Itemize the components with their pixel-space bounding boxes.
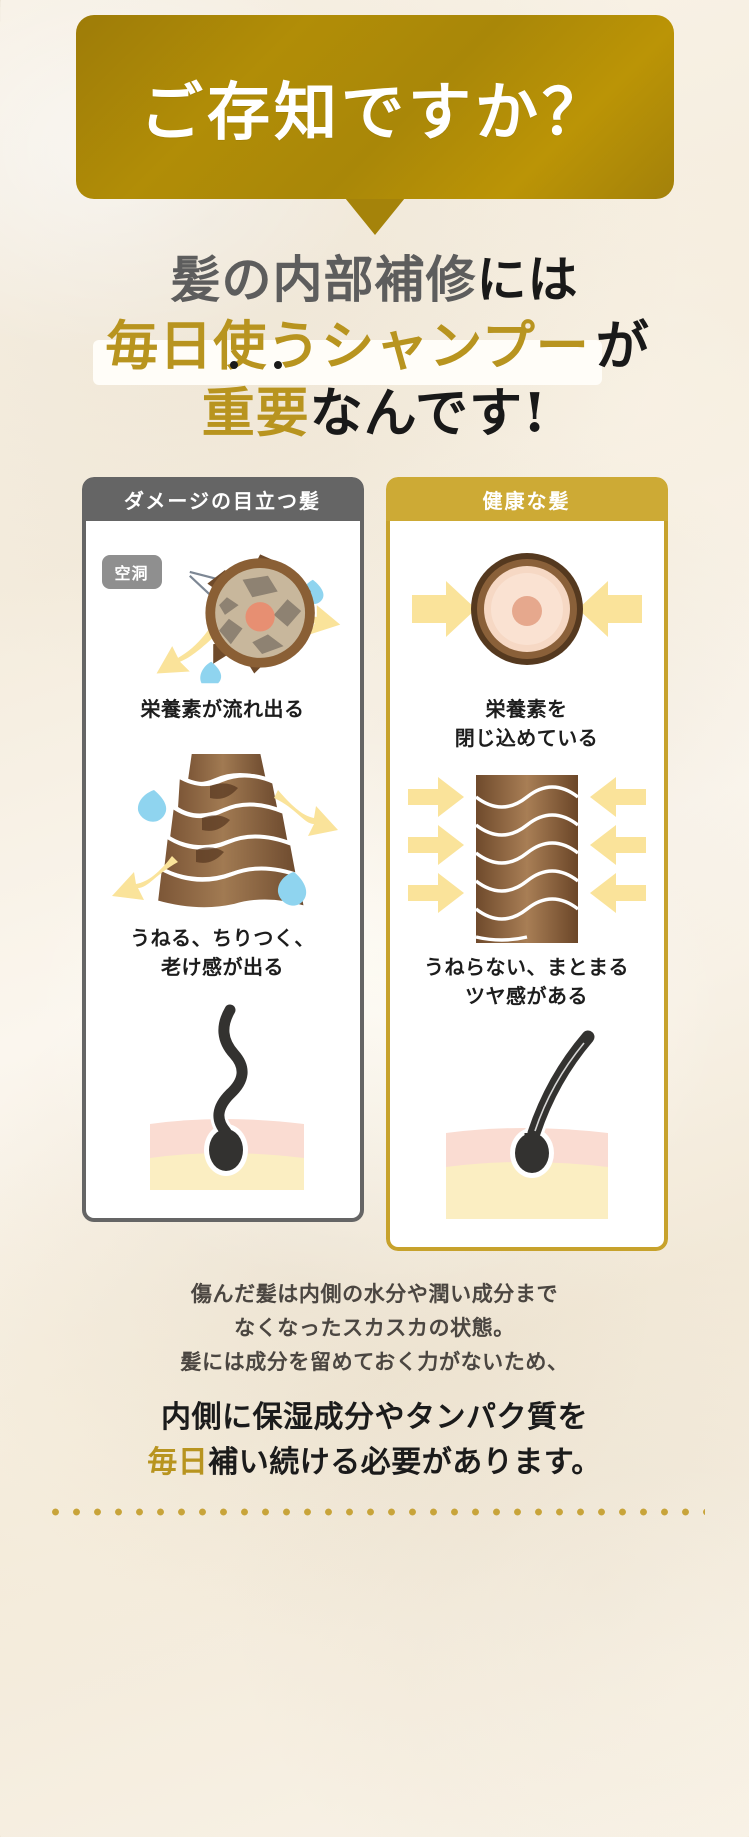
headline-line1-gray: 髪の内部補修: [170, 250, 477, 309]
void-badge-label: 空洞: [114, 564, 149, 584]
bottom-small-text: 傷んだ髪は内側の水分や潤い成分まで なくなったスカスカの状態。 髪には成分を留め…: [0, 1277, 749, 1379]
headline-line2-black: が: [595, 315, 650, 377]
bottom-big-line-1: 内側に保湿成分やタンパク質を: [161, 1400, 588, 1436]
figure-hair-cross-section-healthy: [400, 535, 654, 685]
bottom-small-line: なくなったスカスカの状態。: [234, 1316, 515, 1341]
headline-line-3: 重要なんです!: [0, 360, 749, 446]
caption-line: 栄養素を: [485, 697, 568, 722]
figure-hair-cross-section-damaged: 空洞: [96, 535, 350, 685]
follicle-frizzy-svg: [149, 1001, 304, 1191]
headline-line3-black: なんです!: [309, 381, 548, 444]
headline-emphasis-text: 重要: [201, 381, 310, 444]
caption-cross-section-damaged: 栄養素が流れ出る: [96, 695, 350, 724]
panel-healthy-body: 栄養素を 閉じ込めている: [385, 521, 668, 1252]
caption-line: うねらない、まとまる: [424, 955, 629, 980]
panel-healthy-hair: 健康な髪: [385, 477, 668, 1252]
cuticle-healthy-svg: [407, 775, 646, 944]
headline-emphasis: 重要: [201, 360, 310, 446]
panel-damaged-header: ダメージの目立つ髪: [81, 477, 364, 522]
headline-line1-black: には: [476, 250, 579, 309]
caption-line: 老け感が出る: [161, 955, 284, 980]
caption-line: 栄養素が流れ出る: [140, 697, 305, 722]
speech-bubble-section: ご存知ですか？: [0, 0, 749, 235]
panel-damaged-body: 空洞: [81, 521, 364, 1223]
bottom-small-line: 髪には成分を留めておく力がないため、: [180, 1350, 569, 1375]
figure-follicle-frizzy: [96, 1000, 350, 1191]
bottom-big-gold: 毎日: [147, 1445, 209, 1481]
panel-healthy-header: 健康な髪: [385, 477, 668, 522]
bottom-big-line-2: 毎日補い続ける必要があります。: [0, 1440, 749, 1485]
caption-cuticle-healthy: うねらない、まとまる ツヤ感がある: [400, 953, 654, 1011]
figure-cuticle-healthy: [400, 775, 654, 944]
headline: 髪の内部補修には 毎日使うシャンプーが 重要なんです!: [0, 249, 749, 445]
speech-bubble: ご存知ですか？: [75, 15, 674, 199]
caption-line: うねる、ちりつく、: [130, 926, 315, 951]
bottom-big-rest: 補い続ける必要があります。: [208, 1445, 602, 1481]
panel-damaged-header-label: ダメージの目立つ髪: [124, 488, 321, 513]
bottom-big-text: 内側に保湿成分やタンパク質を 毎日補い続ける必要があります。: [0, 1395, 749, 1485]
headline-line-2: 毎日使うシャンプーが: [0, 314, 749, 383]
cuticle-damaged-svg: [111, 750, 338, 912]
bottom-copy: 傷んだ髪は内側の水分や潤い成分まで なくなったスカスカの状態。 髪には成分を留め…: [0, 1277, 749, 1518]
follicle-straight-svg: [445, 1029, 608, 1220]
dotted-divider: [44, 1507, 705, 1518]
headline-marker-text: 毎日使うシャンプー: [95, 314, 601, 383]
panel-healthy-header-label: 健康な髪: [482, 488, 571, 513]
speech-bubble-tail: [344, 198, 405, 235]
caption-cuticle-damaged: うねる、ちりつく、 老け感が出る: [96, 924, 350, 982]
caption-line: ツヤ感がある: [465, 984, 588, 1009]
caption-line: 閉じ込めている: [454, 726, 599, 751]
bottom-small-line: 傷んだ髪は内側の水分や潤い成分まで: [190, 1282, 559, 1307]
void-badge: 空洞: [101, 555, 162, 590]
comparison-panels: ダメージの目立つ髪 空洞: [0, 477, 749, 1252]
caption-cross-section-healthy: 栄養素を 閉じ込めている: [400, 695, 654, 753]
speech-bubble-text: ご存知ですか？: [140, 74, 609, 149]
figure-follicle-straight: [400, 1029, 654, 1220]
cross-section-damaged-svg: [156, 554, 340, 684]
panel-damaged-hair: ダメージの目立つ髪 空洞: [81, 477, 364, 1251]
headline-line-1: 髪の内部補修には: [0, 249, 749, 310]
figure-cuticle-damaged: [96, 746, 350, 914]
cross-section-healthy-svg: [411, 553, 642, 666]
emphasis-dots: [202, 360, 310, 369]
